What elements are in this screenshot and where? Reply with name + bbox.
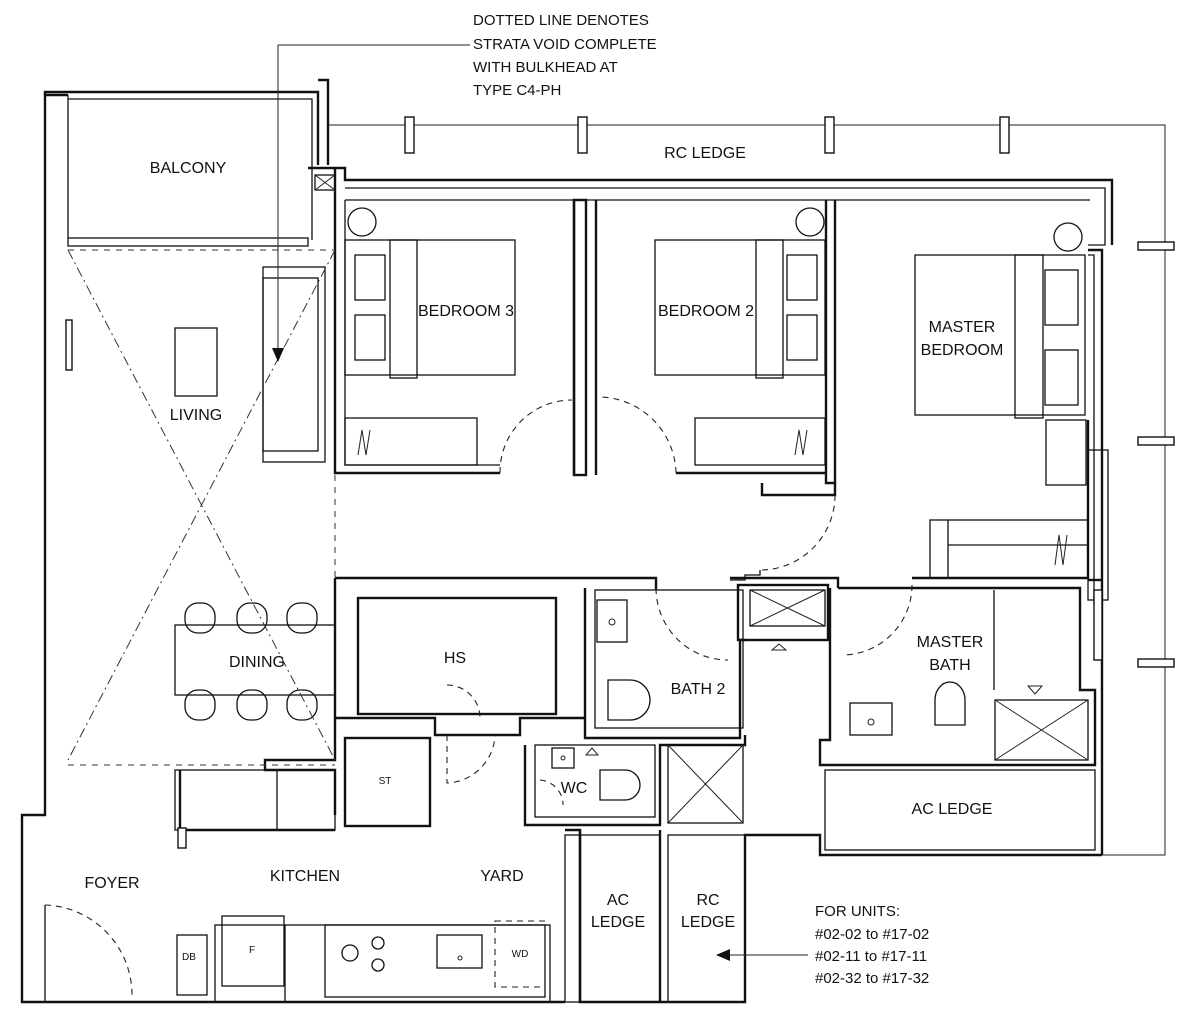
label-master-bath-1: MASTER: [917, 634, 984, 651]
label-rc-ledge-bottom-2: LEDGE: [681, 914, 735, 931]
label-wc: WC: [561, 780, 588, 797]
label-dining: DINING: [229, 654, 285, 671]
label-balcony: BALCONY: [150, 160, 227, 177]
label-yard: YARD: [480, 868, 523, 885]
labels: DOTTED LINE DENOTES STRATA VOID COMPLETE…: [84, 12, 1003, 987]
label-rc-ledge-bottom-1: RC: [696, 892, 719, 909]
label-ac-ledge-bottom-1: AC: [607, 892, 629, 909]
label-master-bedroom-1: MASTER: [929, 319, 996, 336]
service-walls: [174, 570, 1097, 1003]
note-units-line-4: #02-32 to #17-32: [815, 970, 929, 987]
bedroom-walls: [314, 168, 1109, 601]
note-leader-arrow: [272, 44, 470, 362]
label-hs: HS: [444, 650, 466, 667]
label-bath-2: BATH 2: [671, 681, 726, 698]
label-ac-ledge-right: AC LEDGE: [912, 801, 993, 818]
label-ac-ledge-bottom-2: LEDGE: [591, 914, 645, 931]
label-kitchen: KITCHEN: [270, 868, 340, 885]
label-fridge: F: [249, 945, 255, 956]
note-top-line-2: STRATA VOID COMPLETE: [473, 36, 657, 53]
note-units-line-2: #02-02 to #17-02: [815, 926, 929, 943]
rc-ledge-top: [328, 116, 1175, 856]
label-bedroom-2: BEDROOM 2: [658, 303, 754, 320]
furniture: [65, 207, 1103, 972]
label-db: DB: [182, 952, 196, 963]
label-foyer: FOYER: [84, 875, 139, 892]
note-units-line-1: FOR UNITS:: [815, 903, 900, 920]
label-st: ST: [379, 776, 392, 787]
label-wd: WD: [512, 949, 529, 960]
label-master-bath-2: BATH: [929, 657, 970, 674]
label-living: LIVING: [170, 407, 222, 424]
note-top-line-4: TYPE C4-PH: [473, 82, 561, 99]
note-top-line-3: WITH BULKHEAD AT: [473, 59, 618, 76]
units-leader-arrow: [716, 949, 808, 961]
label-bedroom-3: BEDROOM 3: [418, 303, 514, 320]
note-top-line-1: DOTTED LINE DENOTES: [473, 12, 649, 29]
label-master-bedroom-2: BEDROOM: [921, 342, 1004, 359]
label-rc-ledge-top: RC LEDGE: [664, 145, 746, 162]
strata-void: [67, 249, 336, 766]
note-units-line-3: #02-11 to #17-11: [815, 948, 927, 965]
doors: [44, 396, 913, 1002]
